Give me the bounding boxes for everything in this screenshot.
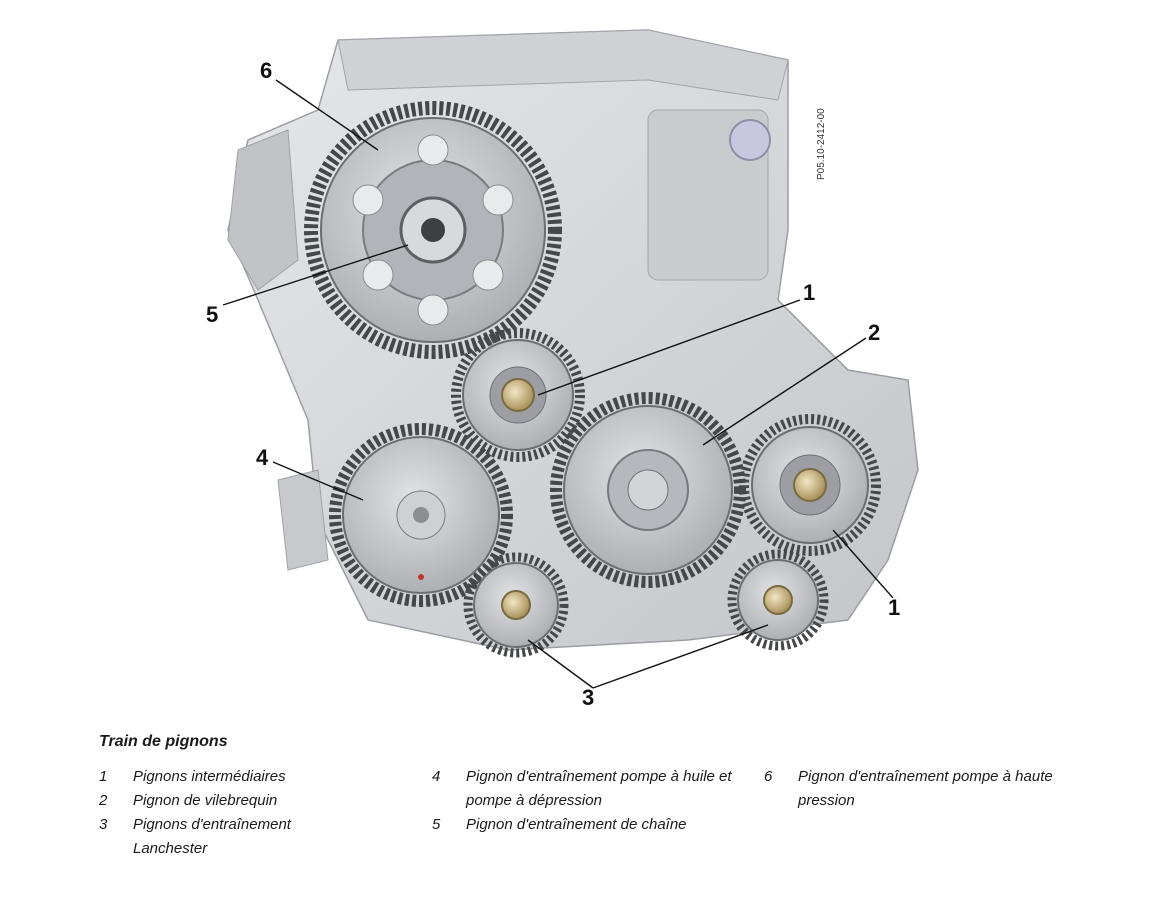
legend-item-5: 5 Pignon d'entraînement de chaîne (432, 813, 742, 837)
legend-item-6: 6 Pignon d'entraînement pompe à haute pr… (764, 765, 1068, 813)
legend-number: 5 (432, 816, 441, 833)
legend-number: 4 (432, 768, 441, 785)
engine-block (227, 29, 919, 651)
legend-text: Pignons d'entraînement Lanchester (133, 816, 291, 857)
gear-idler-upper (451, 328, 585, 462)
callout-1-upper: 1 (803, 280, 815, 305)
legend-column-1: 1 Pignons intermédiaires 2 Pignon de vil… (99, 765, 399, 861)
figure-reference-code: P05.10-2412-00 (816, 108, 827, 180)
gear-idler-right (739, 414, 881, 556)
engine-gear-train-illustration: 6 5 1 2 4 1 3 P05.10-2412-00 (206, 29, 919, 710)
legend-item-2: 2 Pignon de vilebrequin (99, 789, 399, 813)
callout-3: 3 (582, 685, 594, 710)
legend-item-4: 4 Pignon d'entraînement pompe à huile et… (432, 765, 736, 813)
caption-title: Train de pignons (99, 733, 228, 750)
callout-5: 5 (206, 302, 218, 327)
legend-number: 3 (99, 816, 108, 833)
gear-oil-vacuum-pump (329, 423, 513, 607)
callout-1-lower: 1 (888, 595, 900, 620)
legend-text: Pignons intermédiaires (133, 768, 286, 785)
legend-number: 6 (764, 768, 773, 785)
legend-number: 1 (99, 768, 108, 785)
legend-column-3: 6 Pignon d'entraînement pompe à haute pr… (764, 765, 1064, 813)
legend-text: Pignon d'entraînement pompe à haute pres… (798, 768, 1053, 809)
gear-lanchester-left (463, 552, 569, 658)
gear-high-pressure-pump (304, 101, 562, 359)
gear-lanchester-right (727, 549, 829, 651)
legend-item-3: 3 Pignons d'entraînement Lanchester (99, 813, 353, 861)
callout-2: 2 (868, 320, 880, 345)
callout-6: 6 (260, 58, 272, 83)
legend-item-1: 1 Pignons intermédiaires (99, 765, 399, 789)
legend-text: Pignon de vilebrequin (133, 792, 278, 809)
legend-column-2: 4 Pignon d'entraînement pompe à huile et… (432, 765, 742, 837)
legend-number: 2 (99, 792, 108, 809)
legend-text: Pignon d'entraînement pompe à huile et p… (466, 768, 732, 809)
callout-4: 4 (256, 445, 269, 470)
gear-crankshaft (550, 392, 746, 588)
legend-text: Pignon d'entraînement de chaîne (466, 816, 687, 833)
leader-lines (222, 79, 894, 689)
